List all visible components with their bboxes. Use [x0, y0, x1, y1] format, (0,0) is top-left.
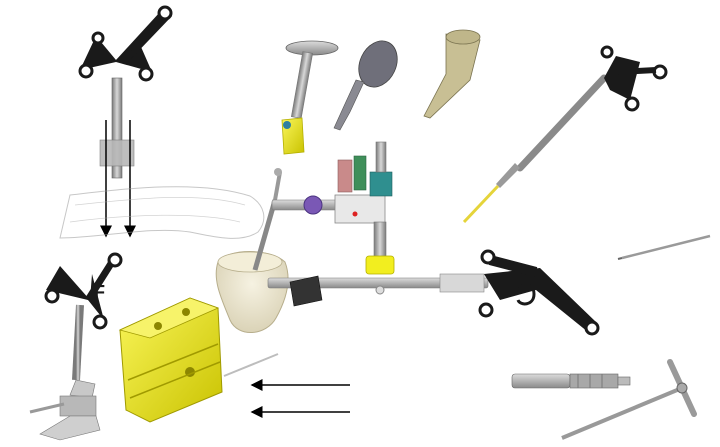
knee-jig-assembly-icon: [255, 142, 488, 306]
tracker-letter-top: F: [127, 45, 139, 67]
tapered-reamer-icon: [424, 30, 480, 118]
drill-bit-icon: [512, 374, 630, 388]
femur-outline: [60, 187, 264, 239]
t-handle-pin-icon: [562, 362, 694, 438]
tibial-tracker-icon: [480, 251, 598, 334]
tracker-letter-bottom: F: [94, 282, 105, 302]
tracker-pointer-icon: [464, 47, 666, 222]
tibia-bone-icon: [216, 252, 288, 333]
t-handle-driver-icon: [282, 41, 338, 154]
trackered-alignment-rod-icon: F: [30, 254, 121, 440]
rasp-handle-icon: [334, 35, 404, 130]
femoral-tracker-icon: F: [80, 7, 172, 236]
guide-pin-icon: [618, 236, 710, 259]
